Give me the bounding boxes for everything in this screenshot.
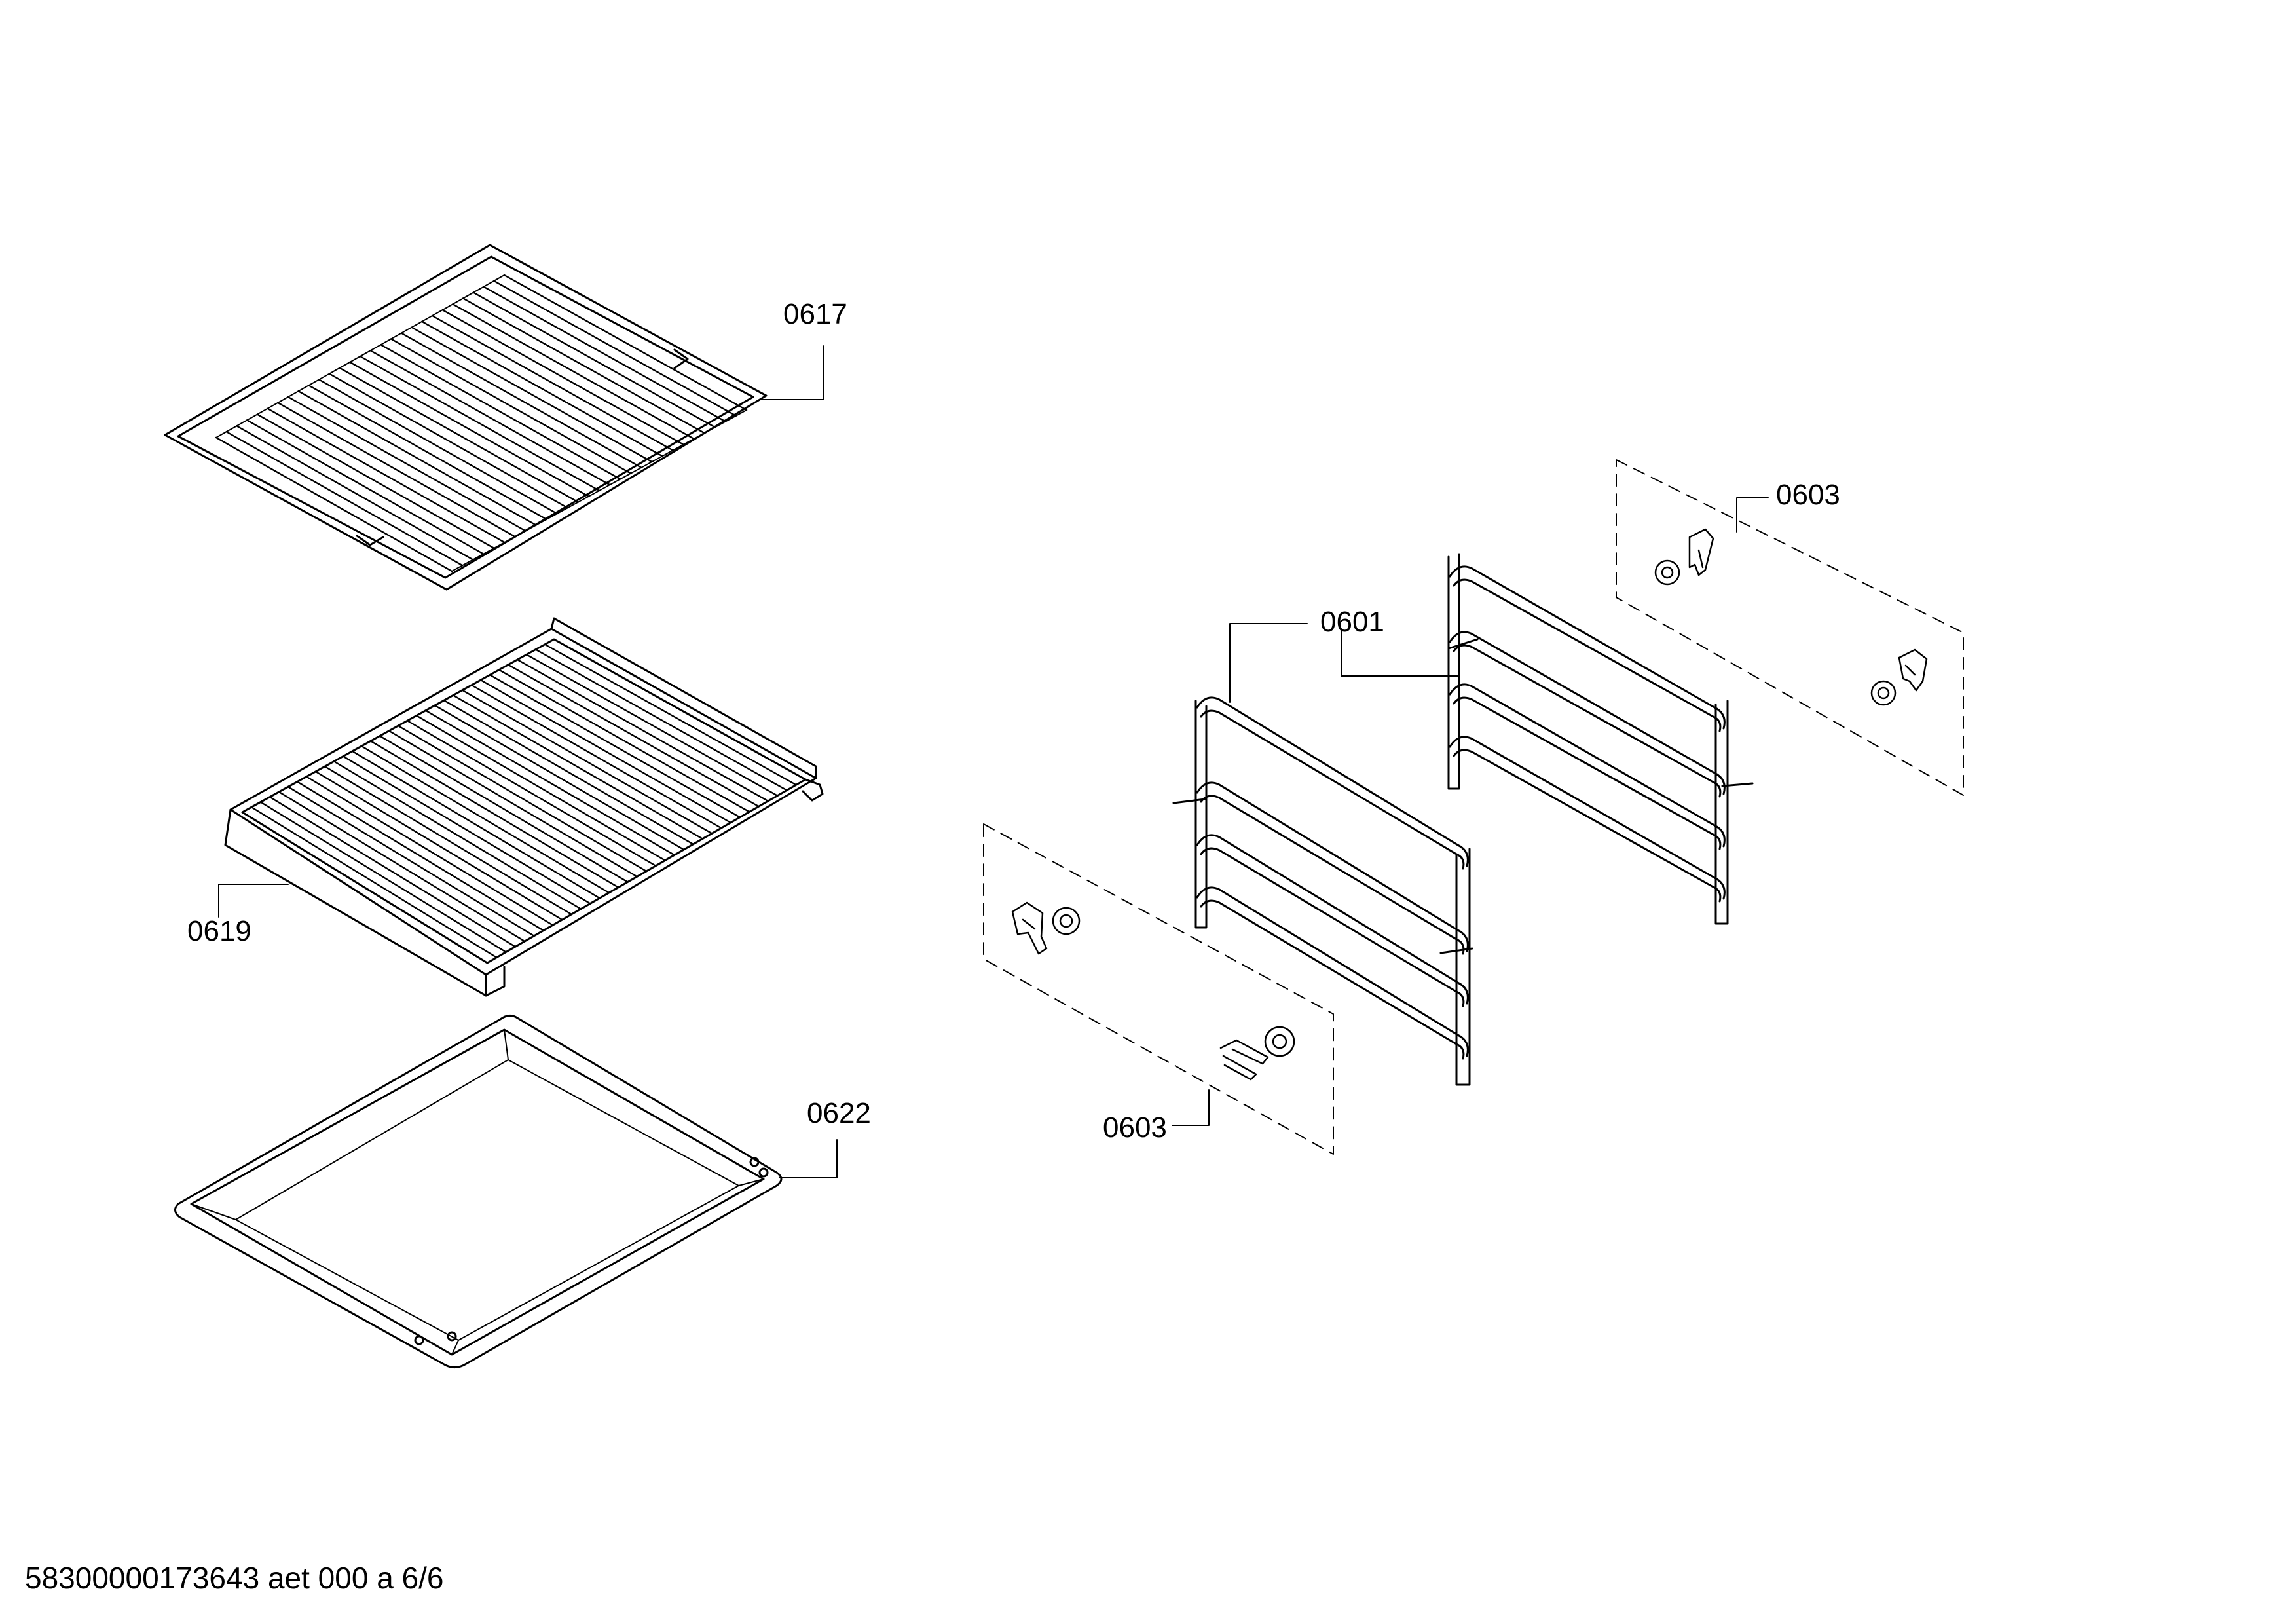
baking-tray-0622 [174,1015,783,1368]
wire-shelf-0619 [224,617,824,997]
part-label-0622: 0622 [807,1097,871,1129]
document-footer: 58300000173643 aet 000 a 6/6 [25,1561,444,1595]
leader-0601 [1229,623,1308,703]
clips-group-top-0603 [1616,459,1964,796]
part-label-0603-top: 0603 [1776,479,1840,511]
part-label-0601: 0601 [1320,606,1384,638]
side-rail-left-0601 [1172,696,1473,1086]
rack-0617-bars [215,274,748,572]
wire-rack-0617 [164,244,768,591]
part-label-0617: 0617 [783,298,847,330]
clips-group-bottom-0603 [983,823,1334,1155]
leader-0619 [218,884,289,918]
leader-0603-top [1736,497,1769,533]
rack-0619-bars [241,638,807,964]
leader-0601b [1341,629,1458,677]
part-label-0619: 0619 [187,915,251,947]
leader-0622 [779,1139,838,1178]
leader-0603-bottom [1172,1089,1210,1126]
leader-0617 [759,345,824,400]
side-rail-right-0601 [1447,553,1754,925]
part-label-0603-bottom: 0603 [1103,1112,1167,1144]
